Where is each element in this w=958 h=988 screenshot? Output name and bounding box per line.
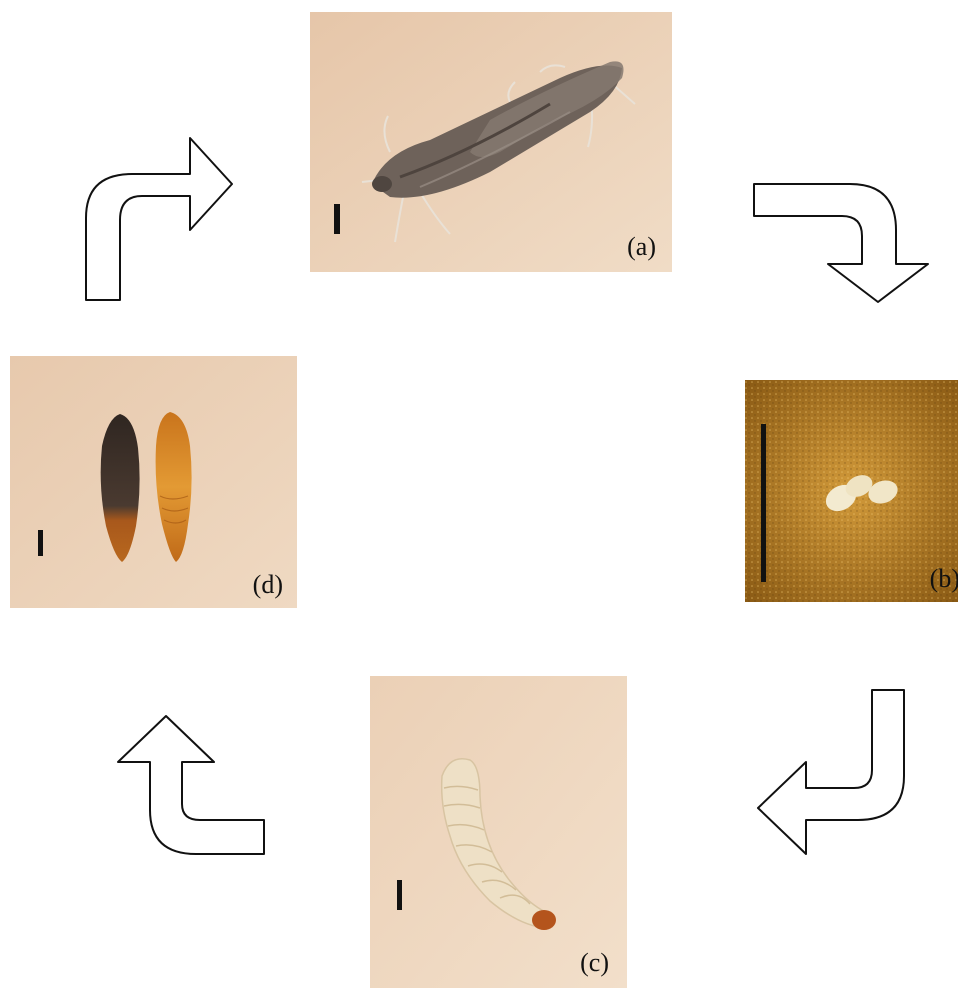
panel-c-larva: (c) [370,676,627,988]
panel-b-eggs: (b) [745,380,958,602]
arrow-d-to-a-icon [78,130,238,305]
panel-b-label: (b) [930,564,958,594]
larva-image [370,676,627,988]
panel-a-label: (a) [627,232,656,262]
panel-d-pupae: (d) [10,356,297,608]
panel-a-adult-moths: (a) [310,12,672,272]
arrow-a-to-b-icon [750,180,935,308]
adult-moths-image [310,12,672,272]
eggs-image [745,380,958,602]
arrow-c-to-d-icon [84,712,269,860]
panel-d-label: (d) [253,570,283,600]
panel-c-label: (c) [580,948,609,978]
arrow-b-to-c-icon [754,686,912,858]
